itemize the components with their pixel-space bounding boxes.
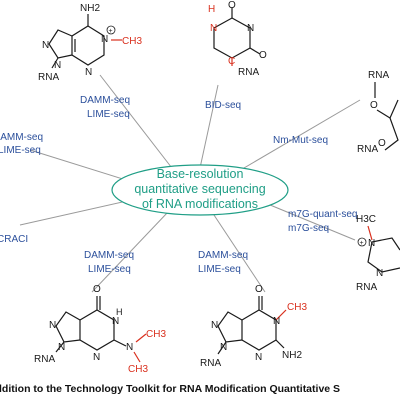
m7g-n7: N [368,238,375,249]
method-label-bottom-right-1: DAMM-seq [198,250,248,261]
m1g-nh2: NH2 [282,350,302,361]
m1g-n3: N [255,352,262,363]
center-line-1: Base-resolution [157,167,244,181]
connector-right-lower [257,199,356,241]
method-label-bottom-left-1: DAMM-seq [84,250,134,261]
pseudouridine-c: C [228,56,235,67]
pseudouridine-nh: N [247,23,254,34]
method-label-top-left-2: LIME-seq [87,109,130,120]
m1g-n1: N [273,316,280,327]
m22g-n2: N [126,342,133,353]
m1g-ch3: CH3 [287,302,307,313]
center-line-2: quantitative sequencing [134,182,265,196]
m1g-o: O [255,284,263,295]
connector-left-lower [19,197,141,226]
m22g-n9: N [58,342,65,353]
figure-caption: ldition to the Technology Toolkit for RN… [0,383,340,395]
method-label-right-upper: Nm-Mut-seq [273,135,328,146]
m1a-n9: N [54,60,61,71]
m7g-charge-icon [357,237,367,247]
method-label-right-lower-1: m7G-quant-seq [288,209,357,220]
m7g-rna: RNA [356,282,377,293]
ribose-rna-bottom: RNA [357,144,378,155]
method-label-left-lower: CRACI [0,234,28,245]
ribose-rna-top: RNA [368,70,389,81]
pseudouridine-rna: RNA [238,67,259,78]
m22g-ch3-b: CH3 [128,364,148,375]
connector-bottom-left [91,211,169,293]
m22g-h: H [116,307,123,317]
connector-top-left [99,74,176,173]
m1a-n3: N [85,67,92,78]
molecule-m7g: H3C + N N RNA [356,214,400,293]
m1a-ch3: CH3 [122,36,142,47]
connector-right-upper [231,99,361,176]
pseudouridine-o-right: O [259,50,267,61]
m1a-rna: RNA [38,72,59,83]
m1g-rna: RNA [200,358,221,369]
connector-bottom-right [211,211,266,293]
ribose-o3: O [378,138,386,149]
connector-lines [19,74,361,293]
m22g-n3: N [93,352,100,363]
m7g-h3c: H3C [356,214,376,225]
m22g-ch3-a: CH3 [146,329,166,340]
molecule-m1a: NH2 N N N N RNA + CH3 [38,3,142,83]
m1g-n7: N [211,320,218,331]
ribose-o5: O [370,100,378,111]
molecule-pseudouridine: H N O N O C RNA [208,0,267,78]
m1a-n1: N [101,34,108,45]
m22g-n7: N [49,320,56,331]
method-label-left-upper-1: DAMM-seq [0,132,43,143]
molecule-nm-ribose: RNA O RNA O [357,70,399,155]
connector-top [199,84,219,169]
method-label-right-lower-2: m7G-seq [288,223,329,234]
pseudouridine-h: H [208,4,215,15]
pseudouridine-o-top: O [228,0,236,11]
m1a-n7: N [42,40,49,51]
m7g-n9: N [376,268,383,279]
m1a-plus: + [109,28,113,35]
m22g-nh: N [112,316,119,327]
method-label-bottom-right-2: LIME-seq [198,264,241,275]
m22g-rna: RNA [34,354,55,365]
m7g-plus: + [360,240,364,247]
center-ellipse [111,164,289,216]
m1g-n9: N [220,342,227,353]
pseudouridine-n-red: N [210,23,217,34]
method-label-bottom-left-2: LIME-seq [88,264,131,275]
m1a-nh2: NH2 [80,3,100,14]
m22g-o: O [93,284,101,295]
molecule-m22g: O N H N N N N RNA CH3 CH3 [34,284,166,375]
m1a-charge-icon [106,25,116,35]
center-line-3: of RNA modifications [142,197,258,211]
method-label-top-left-1: DAMM-seq [80,95,130,106]
molecule-m1g: O N N N N CH3 NH2 RNA [200,284,307,369]
method-label-top: BID-seq [205,100,241,111]
method-label-left-upper-2: LIME-seq [0,145,41,156]
